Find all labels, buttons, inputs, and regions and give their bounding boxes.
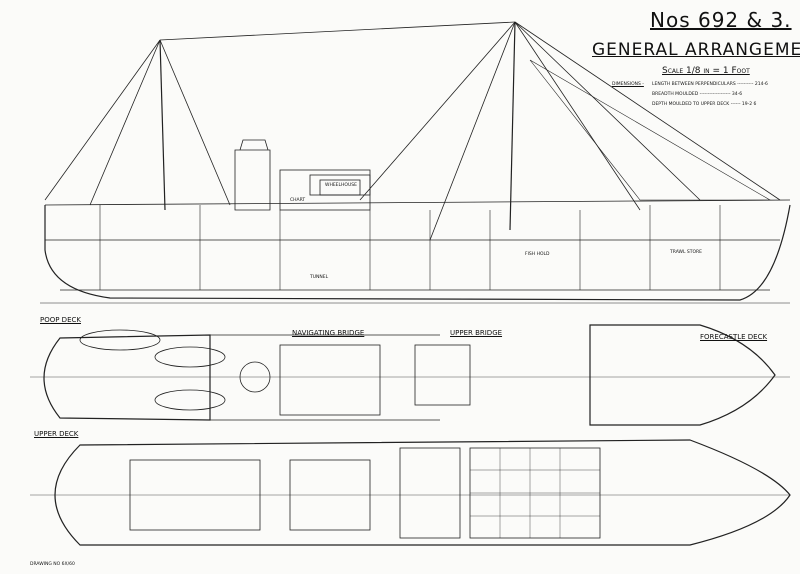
navigating-bridge-label: Navigating Bridge	[292, 329, 365, 337]
dimension-length: Length between perpendiculars ----------…	[652, 82, 768, 87]
deck-plan-lower	[30, 439, 791, 546]
wheelhouse-label: Wheelhouse	[325, 183, 357, 188]
chart-room-label: Chart	[290, 198, 306, 203]
dimensions-label: Dimensions -	[612, 82, 644, 87]
deck-plan-upper	[30, 324, 790, 426]
poop-deck-label: Poop Deck	[40, 316, 81, 324]
profile-view	[40, 21, 791, 304]
tunnel-label: Tunnel	[310, 275, 329, 280]
upper-bridge-label: Upper Bridge	[450, 329, 503, 337]
scale-label: Scale 1/8 in = 1 Foot	[662, 66, 750, 76]
dimension-depth: Depth Moulded to Upper Deck ------ 19-2 …	[652, 102, 757, 107]
drawing-ref: Drawing No 6x/60	[30, 562, 75, 567]
drawing-number-title: Nos 692 & 3.	[650, 8, 792, 32]
drawing-title: GENERAL ARRANGEMENT.	[592, 40, 800, 60]
trawl-store-label: Trawl Store	[670, 250, 703, 255]
upper-deck-label: Upper Deck	[34, 430, 79, 438]
forecastle-deck-label: Forecastle Deck	[700, 333, 768, 341]
dimension-breadth: Breadth Moulded ------------------- 34-6	[652, 92, 743, 97]
fish-hold-label: Fish Hold	[525, 252, 550, 257]
